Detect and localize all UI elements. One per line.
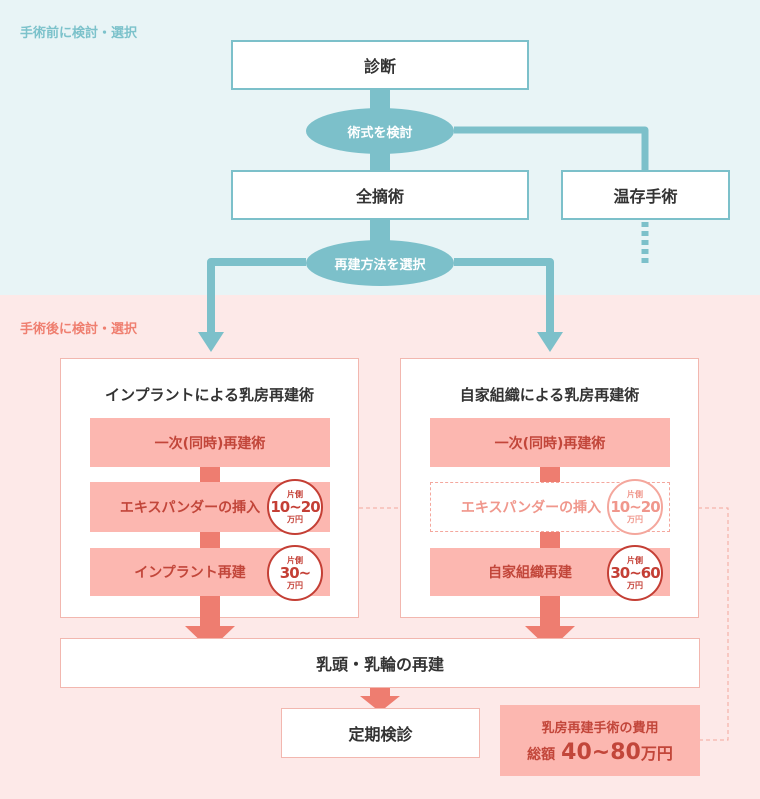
arrow-to-implant-head xyxy=(198,332,224,352)
badge-value: 30~60 xyxy=(610,563,660,582)
implant-step-expander-label: エキスパンダーの挿入 xyxy=(119,500,261,516)
implant-connector-2 xyxy=(200,532,220,548)
badge-unit: 万円 xyxy=(627,580,643,590)
implant-expander-cost-badge: 片側 10~20 万円 xyxy=(267,479,323,535)
arrow-checkup-shaft xyxy=(370,686,390,698)
section-label-after: 手術後に検討・選択 xyxy=(20,322,138,337)
cost-title: 乳房再建手術の費用 xyxy=(541,720,659,736)
dashed-link-cost xyxy=(670,507,729,741)
breast-conserving-box: 温存手術 xyxy=(561,170,730,220)
choose-reconstruction-oval: 再建方法を選択 xyxy=(306,240,454,286)
badge-unit: 万円 xyxy=(627,514,643,524)
arrow-autologous-shaft xyxy=(540,596,560,628)
consider-procedure-oval: 術式を検討 xyxy=(306,108,454,154)
badge-side-label: 片側 xyxy=(287,555,303,565)
autologous-panel-title: 自家組織による乳房再建術 xyxy=(459,386,640,404)
implant-step-primary: 一次(同時)再建術 xyxy=(90,418,330,467)
connector-consider-conserving xyxy=(454,126,649,172)
badge-side-label: 片側 xyxy=(287,489,303,499)
implant-reconstruction-cost-badge: 片側 30~ 万円 xyxy=(267,545,323,601)
badge-side-label: 片側 xyxy=(627,489,643,499)
badge-value: 10~20 xyxy=(270,497,320,516)
total-mastectomy-box: 全摘術 xyxy=(231,170,529,220)
arrow-implant-shaft xyxy=(200,596,220,628)
badge-value: 10~20 xyxy=(610,497,660,516)
implant-connector-1 xyxy=(200,466,220,482)
cost-line: 総額 40~80万円 xyxy=(527,740,673,765)
checkup-box: 定期検診 xyxy=(281,708,480,758)
cost-label: 総額 xyxy=(527,746,556,763)
arrow-to-implant-line xyxy=(207,258,306,332)
autologous-connector-1 xyxy=(540,466,560,482)
autologous-step-primary: 一次(同時)再建術 xyxy=(430,418,670,467)
cost-unit: 万円 xyxy=(640,743,673,763)
implant-step-reconstruction-label: インプラント再建 xyxy=(134,565,246,581)
autologous-reconstruction-cost-badge: 片側 30~60 万円 xyxy=(607,545,663,601)
cost-value-wrap: 40~80万円 xyxy=(561,740,673,765)
total-cost-box: 乳房再建手術の費用 総額 40~80万円 xyxy=(500,705,700,776)
badge-unit: 万円 xyxy=(287,514,303,524)
arrow-checkup-head xyxy=(360,696,400,712)
badge-unit: 万円 xyxy=(287,580,303,590)
autologous-expander-cost-badge: 片側 10~20 万円 xyxy=(607,479,663,535)
implant-step-primary-label: 一次(同時)再建術 xyxy=(154,435,266,452)
badge-side-label: 片側 xyxy=(627,555,643,565)
autologous-step-reconstruction-label: 自家組織再建 xyxy=(488,565,572,581)
cost-value: 40~80 xyxy=(561,739,641,765)
autologous-step-expander-label: エキスパンダーの挿入 xyxy=(460,500,602,516)
nipple-areola-box: 乳頭・乳輪の再建 xyxy=(60,638,700,688)
badge-value: 30~ xyxy=(279,563,311,582)
arrow-to-autologous-head xyxy=(537,332,563,352)
implant-panel-title: インプラントによる乳房再建術 xyxy=(104,386,315,404)
arrow-to-autologous-line xyxy=(454,258,554,332)
autologous-connector-2 xyxy=(540,532,560,548)
section-label-before: 手術前に検討・選択 xyxy=(20,26,138,41)
diagnosis-box: 診断 xyxy=(231,40,529,90)
autologous-step-primary-label: 一次(同時)再建術 xyxy=(494,435,606,452)
